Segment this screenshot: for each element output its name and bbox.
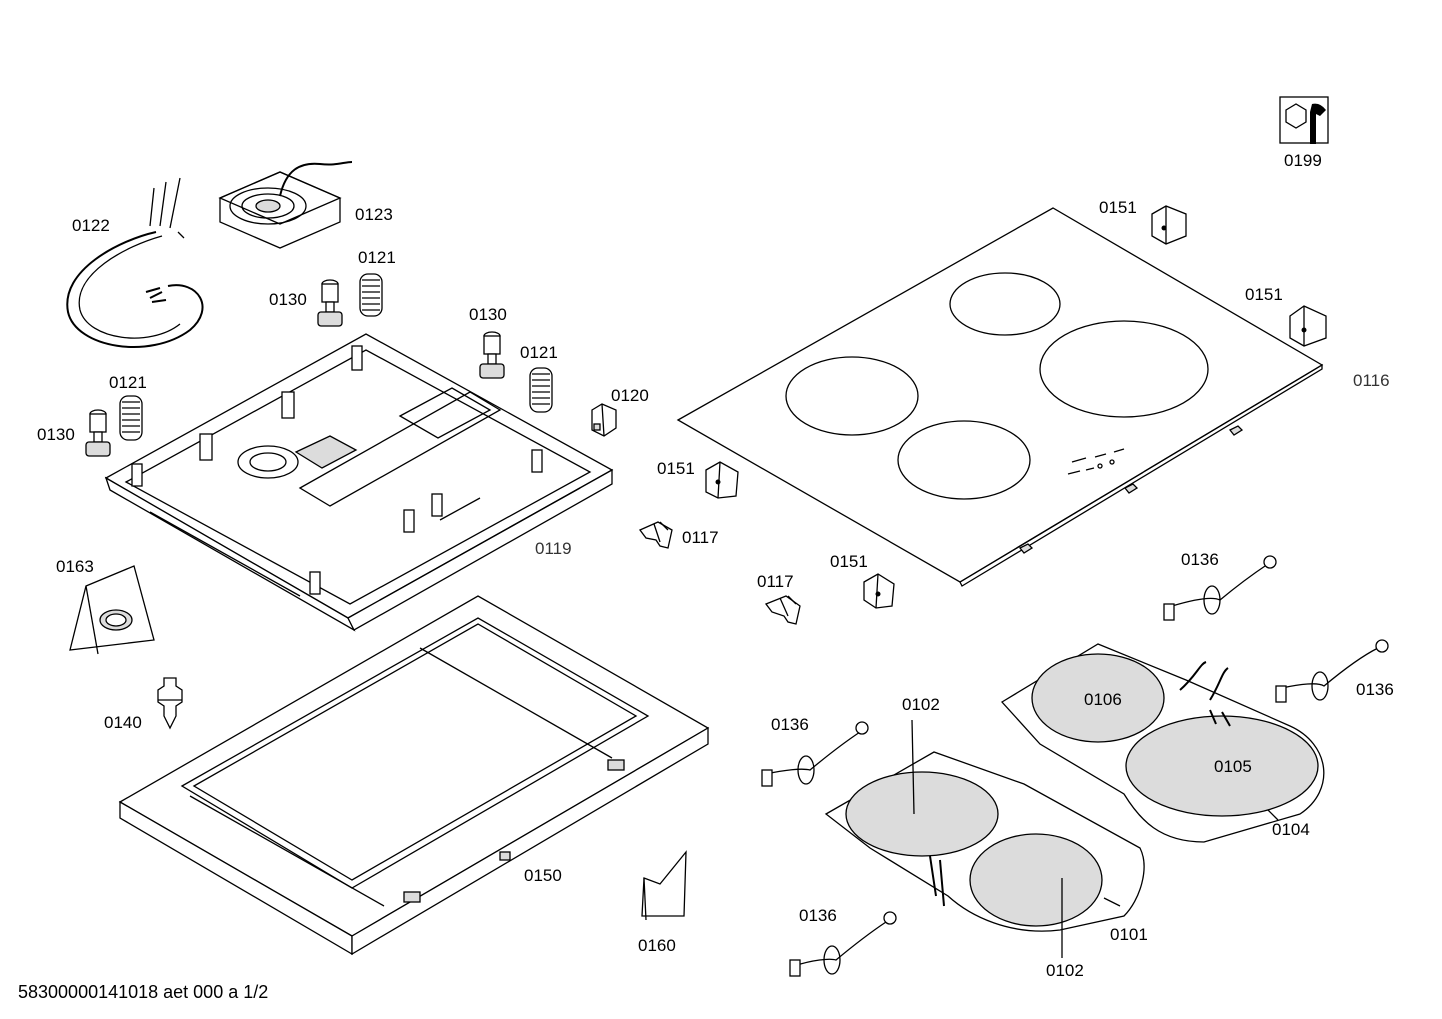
label-0140: 0140 [104, 713, 142, 732]
label-0117: 0117 [757, 572, 794, 591]
instruction-sheet [641, 850, 687, 921]
glass-ceramic-hob [676, 207, 1324, 587]
mounting-clips [638, 205, 1327, 625]
label-0120: 0120 [611, 386, 649, 405]
fixing-pin [157, 677, 183, 730]
label-0130: 0130 [269, 290, 307, 309]
label-0136: 0136 [771, 715, 809, 734]
sealing-tape [69, 565, 155, 655]
label-0121: 0121 [109, 373, 147, 392]
label-0122: 0122 [72, 216, 110, 235]
label-0123: 0123 [355, 205, 393, 224]
label-0121: 0121 [358, 248, 396, 267]
height-adjustable-feet [85, 279, 505, 457]
springs [119, 273, 553, 441]
label-0117: 0117 [682, 528, 719, 547]
label-0151: 0151 [830, 552, 868, 571]
label-0130: 0130 [469, 305, 507, 324]
mains-cable [66, 177, 204, 348]
installation-frame [118, 595, 710, 956]
label-0151: 0151 [1245, 285, 1283, 304]
label-0106: 0106 [1084, 690, 1122, 709]
document-footer-id: 58300000141018 aet 000 a 1/2 [18, 982, 269, 1002]
label-0136: 0136 [799, 906, 837, 925]
label-0130: 0130 [37, 425, 75, 444]
label-0101: 0101 [1110, 925, 1148, 944]
label-0150: 0150 [524, 866, 562, 885]
cooling-fan [218, 161, 353, 249]
label-0160: 0160 [638, 936, 676, 955]
label-0104: 0104 [1272, 820, 1310, 839]
label-0136: 0136 [1356, 680, 1394, 699]
label-0102: 0102 [902, 695, 940, 714]
housing-tray [104, 333, 614, 632]
heating-elements [824, 643, 1325, 958]
label-0136: 0136 [1181, 550, 1219, 569]
label-0119: 0119 [535, 539, 572, 558]
label-0116: 0116 [1353, 371, 1390, 390]
temperature-sensors [761, 555, 1389, 977]
label-0102: 0102 [1046, 961, 1084, 980]
terminal-block [591, 403, 617, 437]
tool-kit-icon [1279, 96, 1329, 144]
label-0151: 0151 [1099, 198, 1137, 217]
label-0199: 0199 [1284, 151, 1322, 170]
label-0105: 0105 [1214, 757, 1252, 776]
label-0151: 0151 [657, 459, 695, 478]
label-0163: 0163 [56, 557, 94, 576]
label-0121: 0121 [520, 343, 558, 362]
